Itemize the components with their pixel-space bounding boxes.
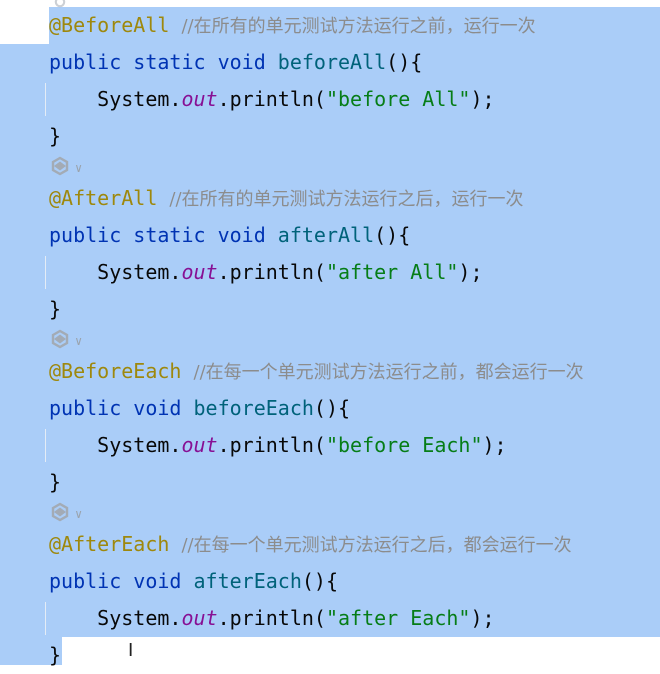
text-selection	[0, 44, 660, 637]
junit-run-icon[interactable]	[50, 0, 70, 14]
code-line[interactable]: }	[0, 637, 660, 674]
indent-guide	[45, 256, 46, 289]
code-token-kw: public static void	[49, 223, 278, 247]
code-token-plain: .println(	[217, 87, 326, 111]
code-token-str: "after All"	[325, 260, 459, 284]
code-token-plain: }	[49, 470, 62, 494]
code-token-kw: public void	[49, 569, 194, 593]
code-line[interactable]: @AfterEach //在每一个单元测试方法运行之后，都会运行一次	[0, 526, 660, 563]
code-line[interactable]: System.out.println("after Each");	[0, 600, 660, 637]
code-token-plain: );	[482, 433, 507, 457]
code-token-fld: out	[181, 260, 218, 284]
code-token-plain: .println(	[217, 433, 326, 457]
code-token-fld: out	[181, 433, 218, 457]
code-token-plain: }	[49, 124, 62, 148]
gutter-row[interactable]: ∨	[0, 501, 660, 526]
code-token-ann: @BeforeEach	[49, 359, 182, 383]
code-token-ann: @AfterEach	[49, 532, 170, 556]
junit-run-icon[interactable]	[49, 156, 71, 182]
chevron-down-icon[interactable]: ∨	[75, 334, 83, 348]
text-cursor-icon: I	[128, 640, 134, 661]
code-token-fn: beforeAll	[277, 50, 387, 74]
code-token-fn: afterEach	[193, 569, 302, 593]
code-token-ann: @AfterAll	[49, 186, 158, 210]
chevron-down-icon[interactable]: ∨	[75, 161, 83, 175]
indent-guide	[45, 83, 46, 116]
gutter-row[interactable]: ∨	[0, 155, 660, 180]
code-token-plain: (){	[386, 50, 423, 74]
code-token-fn: beforeEach	[193, 396, 314, 420]
text-selection	[49, 7, 660, 44]
code-token-fn: afterAll	[277, 223, 375, 247]
code-token-plain: (){	[313, 396, 351, 420]
code-token-plain: }	[49, 643, 62, 667]
code-token-cmt: //在所有的单元测试方法运行之前，运行一次	[181, 16, 536, 37]
code-token-kw: public static void	[49, 50, 278, 74]
code-token-plain	[157, 186, 169, 210]
code-token-str: "before Each"	[325, 433, 483, 457]
code-token-plain	[169, 532, 181, 556]
code-token-plain: (){	[301, 569, 338, 593]
code-line[interactable]: public void afterEach(){	[0, 563, 660, 600]
code-token-str: "before All"	[325, 87, 471, 111]
code-token-str: "after Each"	[325, 606, 471, 630]
code-line[interactable]: System.out.println("before All");	[0, 81, 660, 118]
code-token-plain: );	[458, 260, 483, 284]
code-line[interactable]: System.out.println("after All");	[0, 254, 660, 291]
junit-run-icon[interactable]	[49, 329, 71, 355]
indent-guide	[45, 602, 46, 635]
code-token-plain: );	[470, 87, 495, 111]
text-selection	[0, 637, 62, 665]
code-token-kw: public void	[49, 396, 194, 420]
indent-guide	[45, 429, 46, 462]
code-token-plain	[169, 13, 181, 37]
junit-run-icon[interactable]	[49, 502, 71, 528]
chevron-down-icon[interactable]: ∨	[75, 507, 83, 521]
code-line[interactable]: }	[0, 118, 660, 155]
code-token-plain	[181, 359, 193, 383]
code-line[interactable]: @BeforeAll //在所有的单元测试方法运行之前，运行一次	[0, 7, 660, 44]
code-token-cmt: //在所有的单元测试方法运行之后，运行一次	[169, 189, 524, 210]
code-line[interactable]: @BeforeEach //在每一个单元测试方法运行之前，都会运行一次	[0, 353, 660, 390]
code-line[interactable]: public static void beforeAll(){	[0, 44, 660, 81]
code-token-plain: (){	[374, 223, 411, 247]
code-token-plain: System.	[49, 260, 182, 284]
code-token-plain: .println(	[217, 606, 326, 630]
code-token-plain: System.	[49, 606, 182, 630]
code-token-ann: @BeforeAll	[49, 13, 170, 37]
code-token-plain: );	[470, 606, 495, 630]
code-line[interactable]: System.out.println("before Each");	[0, 427, 660, 464]
code-token-plain: .println(	[217, 260, 326, 284]
code-token-cmt: //在每一个单元测试方法运行之前，都会运行一次	[193, 362, 584, 383]
code-token-plain: System.	[49, 87, 182, 111]
code-token-fld: out	[181, 606, 218, 630]
code-token-cmt: //在每一个单元测试方法运行之后，都会运行一次	[181, 535, 572, 556]
code-line[interactable]: public void beforeEach(){	[0, 390, 660, 427]
code-line[interactable]: public static void afterAll(){	[0, 217, 660, 254]
code-token-fld: out	[181, 87, 218, 111]
code-line[interactable]: }	[0, 291, 660, 328]
code-line[interactable]: @AfterAll //在所有的单元测试方法运行之后，运行一次	[0, 180, 660, 217]
code-token-plain: System.	[49, 433, 182, 457]
gutter-row[interactable]: ∨	[0, 328, 660, 353]
code-token-plain: }	[49, 297, 62, 321]
code-line[interactable]: }	[0, 464, 660, 501]
